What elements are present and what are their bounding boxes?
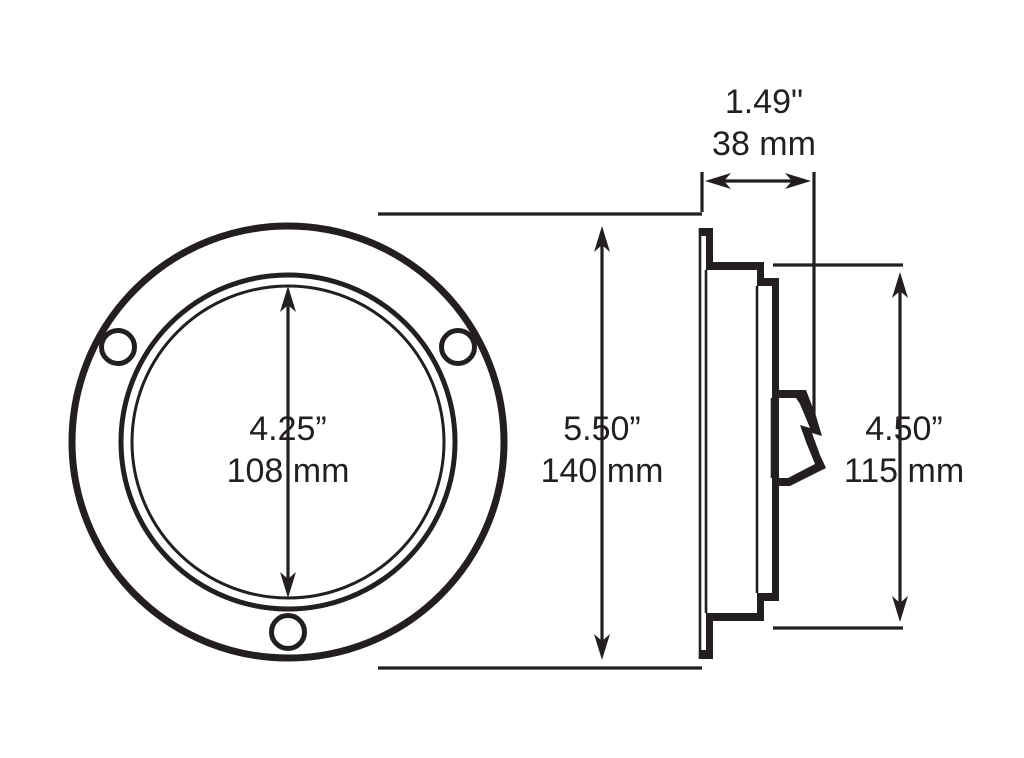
outer-diameter-inches-label: 5.50” bbox=[563, 410, 641, 448]
inner-diameter-inches-label: 4.25” bbox=[249, 410, 327, 448]
inner-diameter-mm-label: 108 mm bbox=[227, 452, 350, 490]
lamp-body-section-outline bbox=[700, 228, 779, 659]
arrow-head-up bbox=[892, 272, 908, 298]
arrow-head-up bbox=[280, 286, 296, 312]
depth-mm-label: 38 mm bbox=[712, 125, 816, 163]
arrow-head-down bbox=[892, 596, 908, 622]
mounting-hole-left bbox=[99, 328, 137, 366]
inner-diameter-dimension-arrow bbox=[280, 286, 296, 598]
body-diameter-dimension-group: 4.50” 115 mm bbox=[773, 263, 964, 630]
depth-inches-label: 1.49" bbox=[725, 83, 803, 121]
arrow-head-up bbox=[594, 226, 610, 252]
arrow-head-down bbox=[280, 572, 296, 598]
outer-flange-circle bbox=[68, 222, 508, 662]
depth-dimension-group: 1.49" 38 mm bbox=[700, 83, 816, 420]
mounting-hole-right bbox=[439, 328, 477, 366]
outer-diameter-dimension-group: 5.50” 140 mm bbox=[378, 212, 702, 670]
arrow-head-left bbox=[705, 173, 731, 189]
front-view-flange: 4.25” 108 mm bbox=[68, 222, 508, 662]
arrow-head-down bbox=[594, 634, 610, 660]
mounting-hole-bottom bbox=[269, 613, 307, 651]
body-diameter-inches-label: 4.50” bbox=[865, 410, 943, 448]
inner-ring-outer-circle bbox=[118, 272, 458, 612]
outer-diameter-mm-label: 140 mm bbox=[541, 452, 664, 490]
body-diameter-mm-label: 115 mm bbox=[844, 452, 964, 490]
arrow-head-right bbox=[785, 173, 811, 189]
